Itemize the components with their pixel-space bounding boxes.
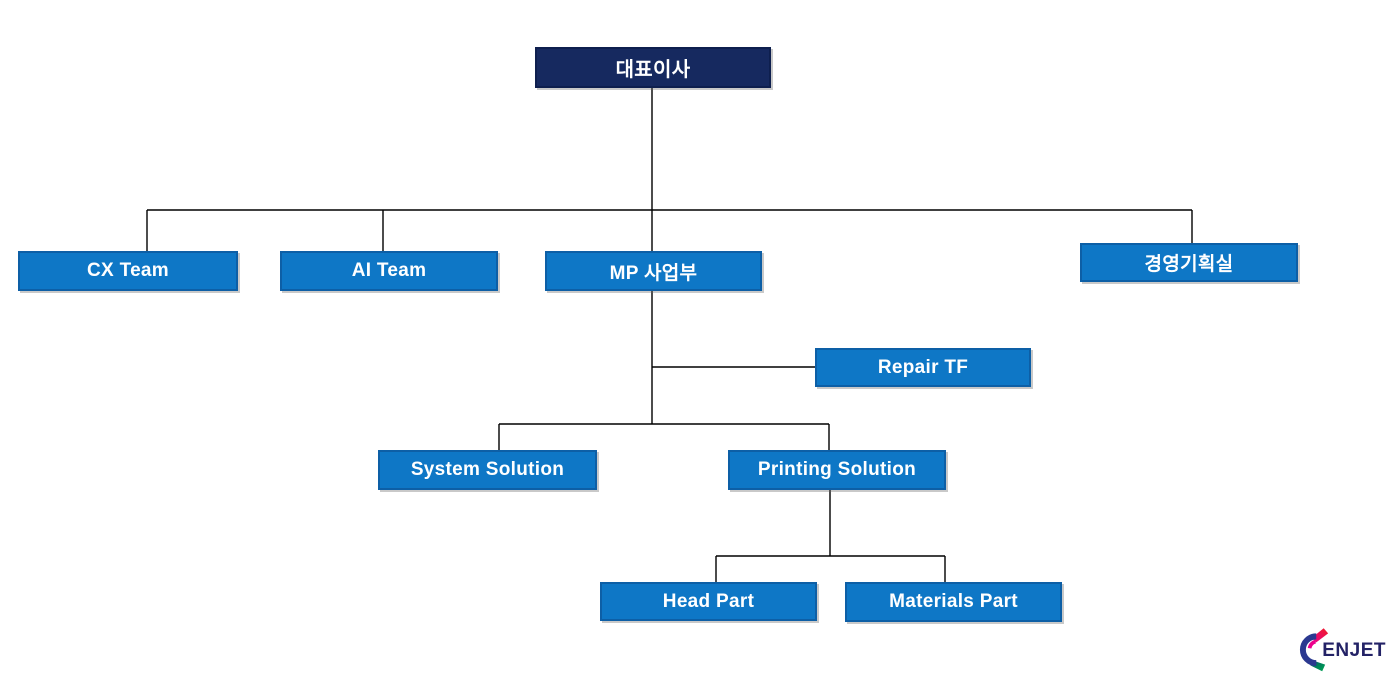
- org-node-head-part: Head Part: [600, 582, 817, 621]
- org-node-materials-part: Materials Part: [845, 582, 1062, 622]
- org-node-repair-tf-label: Repair TF: [877, 356, 969, 378]
- org-node-ceo: 대표이사: [535, 47, 771, 88]
- enjet-logo-icon: [1299, 628, 1329, 672]
- org-node-printing-solution: Printing Solution: [728, 450, 946, 490]
- org-node-repair-tf: Repair TF: [815, 348, 1031, 387]
- org-node-system-solution: System Solution: [378, 450, 597, 490]
- org-node-cx-team-label: CX Team: [87, 260, 169, 281]
- org-node-system-solution-label: System Solution: [410, 459, 565, 480]
- org-node-mp-division-label: MP 사업부: [609, 262, 698, 284]
- org-node-head-part-label: Head Part: [662, 590, 755, 612]
- org-node-materials-part-label: Materials Part: [889, 591, 1018, 612]
- org-node-management-planning: 경영기획실: [1080, 243, 1298, 282]
- org-node-management-planning-label: 경영기획실: [1144, 254, 1234, 275]
- org-node-ai-team: AI Team: [280, 251, 498, 291]
- org-node-ceo-label: 대표이사: [615, 59, 691, 81]
- org-node-printing-solution-label: Printing Solution: [757, 459, 917, 480]
- org-node-ai-team-label: AI Team: [351, 260, 427, 281]
- org-node-mp-division: MP 사업부: [545, 251, 762, 291]
- enjet-logo-text: ENJET: [1322, 640, 1386, 661]
- org-node-cx-team: CX Team: [18, 251, 238, 291]
- enjet-logo: ENJET: [1294, 618, 1386, 680]
